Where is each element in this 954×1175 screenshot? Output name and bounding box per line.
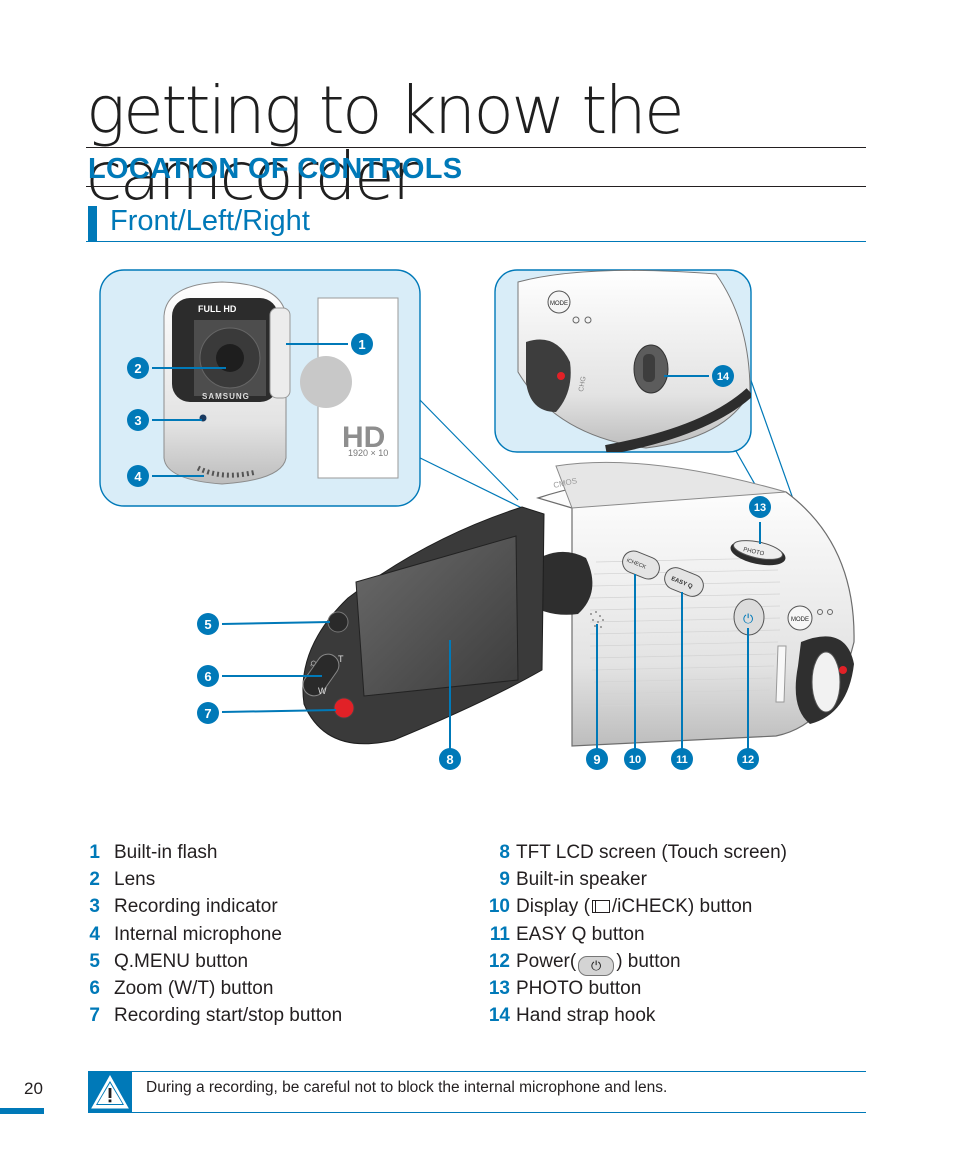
svg-text:1: 1 — [358, 337, 365, 352]
svg-text:5: 5 — [204, 617, 211, 632]
subsection-rule — [86, 241, 866, 242]
camcorder-diagram: HD 1920 × 10 FULL HD SAMSUNG MODE CHG — [99, 269, 855, 770]
svg-text:CHG: CHG — [578, 376, 588, 393]
section-title: LOCATION OF CONTROLS — [88, 153, 463, 185]
svg-text:FULL HD: FULL HD — [198, 304, 237, 314]
callout-12: 12 — [737, 748, 759, 770]
svg-text:W: W — [318, 686, 327, 696]
display-icon — [591, 900, 610, 914]
power-icon: ⏻ — [578, 955, 615, 976]
svg-text:1920 × 10: 1920 × 10 — [348, 448, 388, 458]
svg-text:7: 7 — [204, 706, 211, 721]
callout-8: 8 — [439, 748, 461, 770]
callout-7: 7 — [197, 702, 219, 724]
note-icon-box — [88, 1072, 132, 1112]
svg-text:12: 12 — [742, 754, 754, 766]
side-view-inset: MODE CHG — [494, 269, 752, 453]
subsection-title: Front/Left/Right — [110, 205, 310, 237]
svg-text:SAMSUNG: SAMSUNG — [202, 392, 250, 401]
svg-text:14: 14 — [717, 371, 730, 383]
svg-text:⏻: ⏻ — [743, 612, 753, 627]
callout-14: 14 — [712, 365, 734, 387]
warning-icon — [91, 1074, 129, 1109]
front-view-inset: HD 1920 × 10 FULL HD SAMSUNG — [99, 269, 421, 507]
callout-2: 2 — [127, 357, 149, 379]
page-number-bar — [0, 1108, 44, 1114]
svg-text:8: 8 — [446, 752, 453, 767]
svg-text:6: 6 — [204, 669, 211, 684]
section-rule — [86, 186, 866, 187]
callout-5: 5 — [197, 613, 219, 635]
svg-text:9: 9 — [593, 752, 600, 767]
svg-text:10: 10 — [629, 754, 641, 766]
callout-9: 9 — [586, 748, 608, 770]
svg-text:MODE: MODE — [791, 617, 809, 623]
note-top-rule — [88, 1071, 866, 1072]
page-number: 20 — [24, 1079, 43, 1098]
chapter-rule — [86, 147, 866, 148]
camcorder-body: CMOS MODE PHOTO ⏻ iCHECK EASY Q — [302, 461, 855, 747]
chapter-title: getting to know the camcorder — [86, 72, 685, 215]
callout-6: 6 — [197, 665, 219, 687]
subsection-marker — [88, 206, 97, 242]
callout-11: 11 — [671, 748, 693, 770]
svg-text:MODE: MODE — [550, 301, 568, 307]
callout-1: 1 — [351, 333, 373, 355]
callout-3: 3 — [127, 409, 149, 431]
svg-text:13: 13 — [754, 502, 766, 514]
svg-text:T: T — [338, 654, 344, 664]
svg-text:HD: HD — [342, 421, 385, 454]
svg-text:11: 11 — [676, 754, 688, 766]
svg-text:2: 2 — [134, 361, 141, 376]
leader-lines — [152, 343, 761, 750]
callout-13: 13 — [749, 496, 771, 518]
note-bottom-rule — [88, 1112, 866, 1113]
callout-4: 4 — [127, 465, 149, 487]
svg-text:3: 3 — [134, 413, 141, 428]
svg-text:4: 4 — [134, 469, 142, 484]
callout-badges: 1 2 3 4 5 6 7 8 9 10 11 12 13 14 — [127, 333, 771, 770]
callout-10: 10 — [624, 748, 646, 770]
svg-text:PHOTO: PHOTO — [743, 547, 765, 557]
note-text: During a recording, be careful not to bl… — [146, 1079, 668, 1096]
